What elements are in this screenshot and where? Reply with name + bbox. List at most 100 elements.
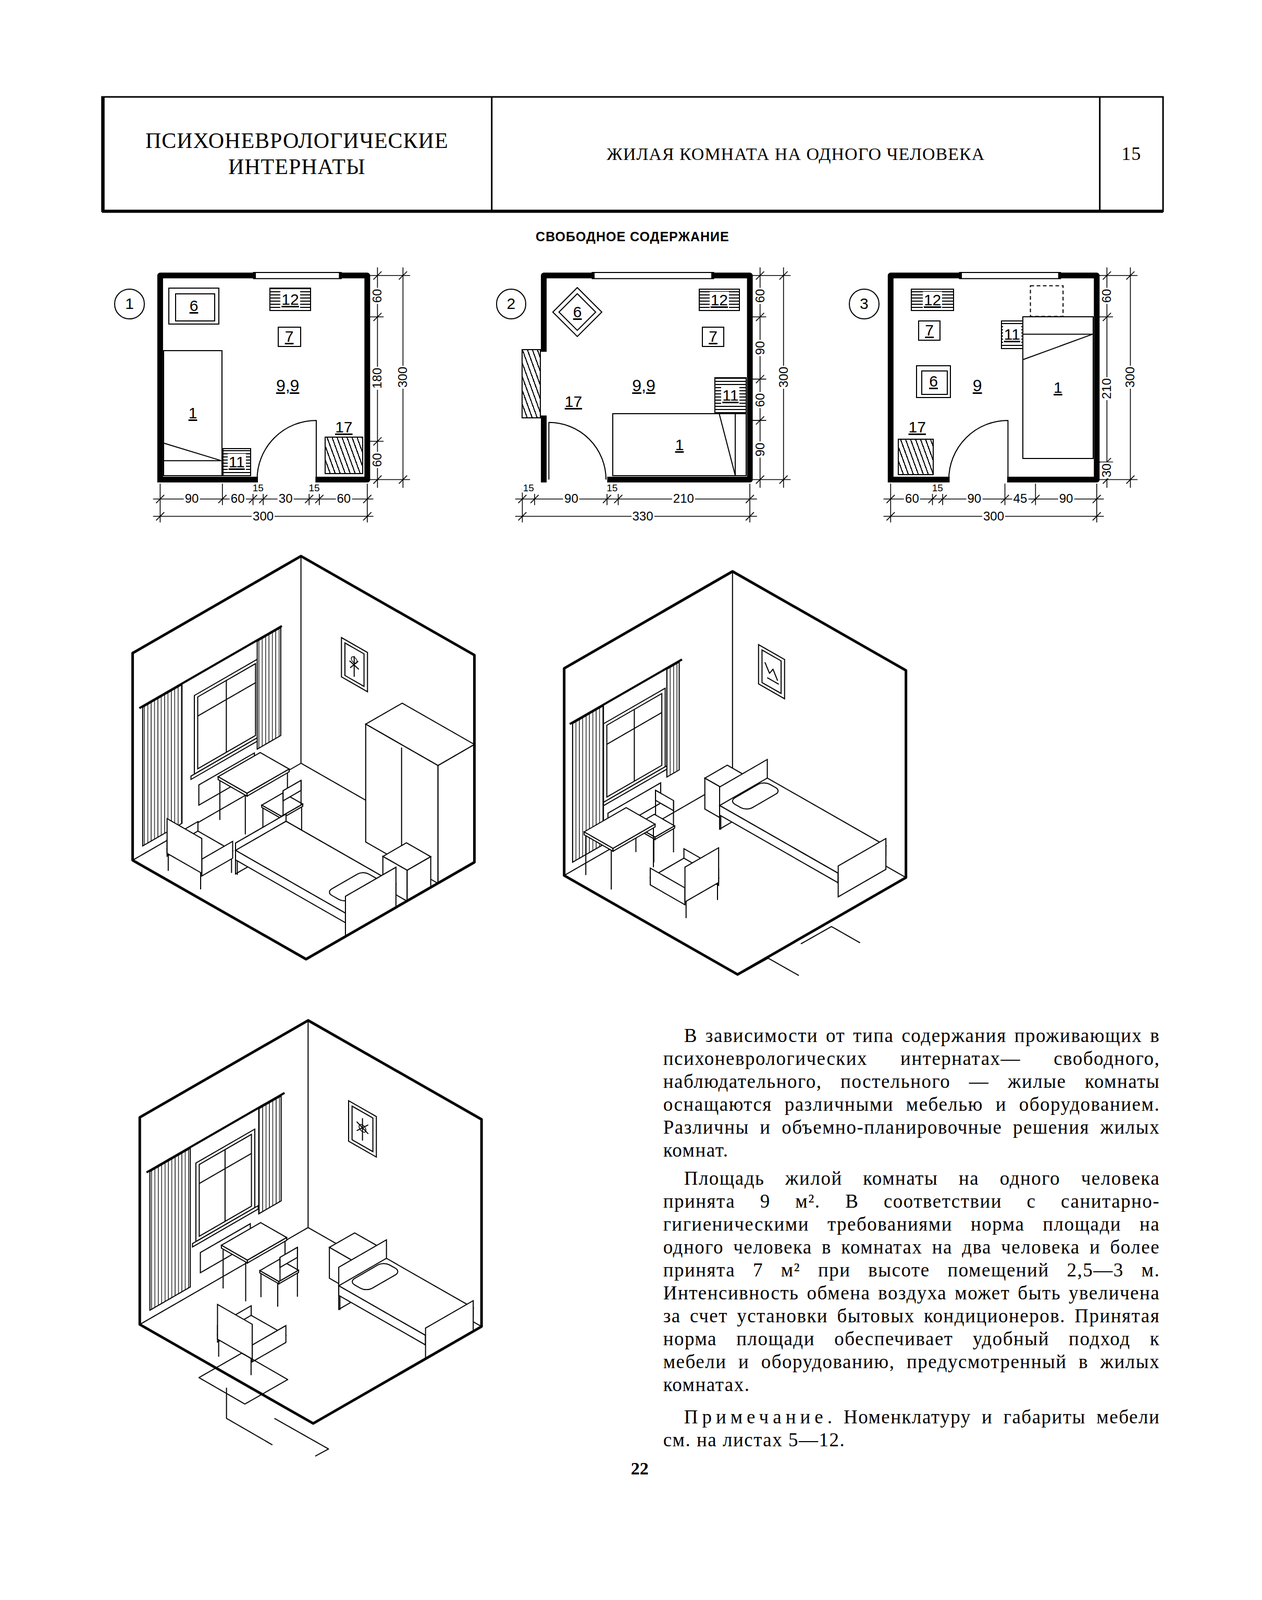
dimension-label: 90	[183, 492, 201, 505]
text-column: В зависимости от типа содержания прожива…	[663, 1024, 1161, 1452]
wall-picture	[359, 1122, 366, 1134]
callout-number: 7	[708, 328, 718, 345]
wall-picture	[764, 662, 779, 685]
dimension-label: 210	[672, 492, 696, 505]
header-frame	[102, 96, 1163, 212]
plan-walls	[543, 275, 751, 480]
callout-number: 11	[227, 453, 246, 471]
table	[584, 807, 655, 849]
callout-number: 12	[922, 291, 943, 309]
table	[584, 832, 614, 852]
header-frame	[102, 96, 1163, 212]
dimension-label: 15	[931, 482, 945, 493]
wall-picture	[348, 1100, 377, 1158]
bed-symbol: 1	[1022, 316, 1094, 460]
area-label: 9	[971, 377, 984, 394]
room-isometric	[132, 555, 475, 960]
window-wall	[666, 662, 680, 777]
armchair	[167, 818, 233, 890]
note-heading: Примечание.	[684, 1406, 837, 1428]
armchair	[201, 841, 233, 876]
bed	[345, 867, 397, 937]
window-wall	[570, 659, 683, 864]
armchair	[650, 847, 719, 919]
window-wall	[607, 693, 663, 798]
bed-symbol: 1	[163, 350, 223, 477]
bed	[729, 781, 782, 812]
armchair	[217, 1304, 286, 1376]
armchair-symbol: 6	[551, 286, 603, 338]
bed	[719, 759, 886, 898]
chair	[261, 805, 282, 819]
table	[218, 752, 290, 794]
dimension-label: 180	[370, 366, 384, 390]
plan-walls	[1030, 285, 1064, 317]
window-wall	[139, 626, 282, 849]
wall-picture	[352, 1106, 374, 1152]
wall-picture	[761, 650, 782, 694]
room-isometric	[139, 1020, 482, 1425]
chair	[279, 1247, 298, 1281]
armchair	[685, 847, 720, 902]
wall-picture	[758, 644, 785, 699]
wall-picture	[356, 1115, 369, 1145]
callout-number: 1	[675, 437, 685, 453]
dimension-label: 90	[563, 492, 580, 505]
callout-number: 6	[929, 373, 938, 390]
chair	[297, 1273, 299, 1297]
sheet-number: 15	[1115, 142, 1148, 165]
dimension-label: 60	[753, 391, 767, 408]
table	[612, 824, 655, 852]
callout-number: 12	[280, 291, 300, 308]
dimension-label: 15	[605, 482, 619, 493]
nightstand-symbol: 11	[222, 448, 252, 477]
chair-symbol: 7	[701, 326, 725, 348]
callout-number: 7	[285, 328, 294, 345]
bed	[339, 1296, 341, 1311]
chair	[279, 1247, 298, 1268]
chair	[654, 825, 675, 840]
armchair	[167, 818, 203, 874]
plan-walls	[256, 420, 317, 480]
body-text: В зависимости от типа содержания прожива…	[663, 1024, 1161, 1162]
header-cell: 15	[1099, 96, 1163, 212]
bed	[338, 1240, 474, 1360]
plan-walls	[958, 272, 1061, 279]
plan-number: 3	[859, 295, 869, 312]
plan-walls	[159, 275, 367, 480]
chair	[261, 793, 303, 817]
bed	[719, 805, 839, 883]
dimension-label: 90	[1058, 492, 1075, 505]
room-plan: 9,9612717111	[543, 275, 751, 480]
bed	[838, 838, 887, 897]
armchair-symbol: 6	[168, 287, 220, 325]
dimension-label: 60	[229, 492, 246, 505]
armchair-symbol: 6	[916, 365, 951, 399]
bed	[425, 1300, 474, 1359]
plan-walls	[548, 422, 606, 480]
room-plan: 9,9612711711	[159, 275, 367, 480]
dimension-label: 15	[522, 482, 536, 493]
callout-number: 17	[333, 419, 354, 436]
plan-number-circle: 2	[496, 288, 527, 320]
dimension-lines	[369, 267, 411, 488]
dimension-label: 210	[1100, 377, 1113, 401]
bed	[235, 850, 346, 923]
header-text: ПСИХОНЕВРОЛОГИЧЕСКИЕ ИНТЕРНАТЫ	[102, 128, 492, 180]
bed	[338, 1285, 426, 1345]
callout-number: 6	[573, 304, 583, 320]
armchair-outline	[552, 287, 602, 337]
chair-symbol: 7	[277, 326, 302, 348]
chair	[655, 790, 674, 811]
bed	[349, 1262, 402, 1293]
area-label: 9,9	[631, 377, 657, 394]
wall-picture	[344, 642, 365, 687]
header-frame	[491, 96, 1100, 212]
plan-number: 2	[506, 295, 516, 312]
dimension-label: 60	[335, 492, 352, 505]
table-symbol: 12	[910, 288, 954, 312]
table	[221, 1245, 248, 1264]
table-symbol: 12	[269, 287, 312, 312]
window-wall	[258, 1096, 282, 1215]
dimension-label: 45	[1012, 492, 1029, 505]
